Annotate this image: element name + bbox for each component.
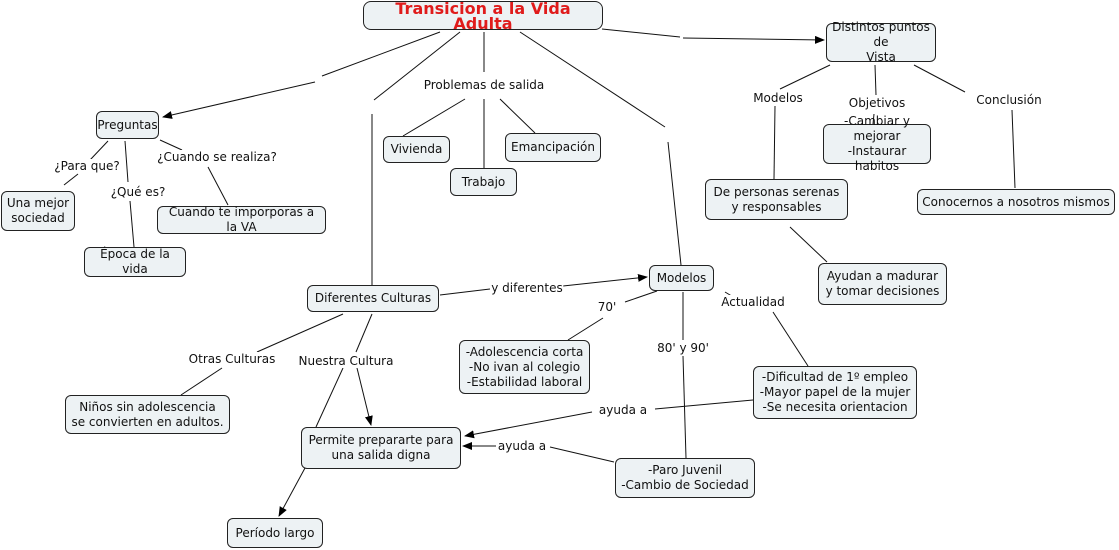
link-label-nuestra-cultura: Nuestra Cultura xyxy=(297,354,395,368)
node-paro-juvenil[interactable]: -Paro Juvenil -Cambio de Sociedad xyxy=(615,458,755,498)
node-emancipacion[interactable]: Emancipación xyxy=(505,133,601,162)
link-label-problemas: Problemas de salida xyxy=(422,78,546,92)
link-label-que-es: ¿Qué es? xyxy=(109,185,167,199)
link-label-ayuda-a-1: ayuda a xyxy=(597,403,649,417)
node-trabajo[interactable]: Trabajo xyxy=(450,168,517,196)
node-cuando-te-incorporas[interactable]: Cuando te imporporas a la VA xyxy=(157,205,326,234)
node-diferentes-culturas[interactable]: Diferentes Culturas xyxy=(307,285,439,312)
link-label-ayuda-a-2: ayuda a xyxy=(496,439,548,453)
link-label-para-que: ¿Para que? xyxy=(53,159,121,173)
link-label-actualidad: Actualidad xyxy=(720,295,786,309)
link-label-70: 70' xyxy=(596,300,618,314)
node-adolescencia-corta[interactable]: -Adolescencia corta -No ivan al colegio … xyxy=(459,340,590,394)
link-label-conclusion: Conclusión xyxy=(975,93,1043,107)
node-personas-serenas[interactable]: De personas serenas y responsables xyxy=(705,179,848,220)
node-objetivos-list[interactable]: -Cambiar y mejorar -Instaurar habitos xyxy=(823,114,931,173)
root-node-title[interactable]: Transicion a la Vida Adulta xyxy=(363,0,603,31)
node-periodo-largo[interactable]: Período largo xyxy=(227,518,323,548)
node-conocernos[interactable]: Conocernos a nosotros mismos xyxy=(917,189,1115,215)
node-distintos-puntos[interactable]: Distintos puntos de Vista xyxy=(826,20,936,64)
link-label-modelos: Modelos xyxy=(752,91,804,105)
node-modelos[interactable]: Modelos xyxy=(649,265,714,291)
node-permite-prepararte[interactable]: Permite prepararte para una salida digna xyxy=(301,427,461,469)
node-ayudan-madurar[interactable]: Ayudan a madurar y tomar decisiones xyxy=(818,263,947,305)
node-ninos-sin-adolescencia[interactable]: Niños sin adolescencia se convierten en … xyxy=(65,395,230,434)
node-una-mejor-sociedad[interactable]: Una mejor sociedad xyxy=(1,191,75,231)
link-label-cuando-realiza: ¿Cuando se realiza? xyxy=(156,150,278,164)
link-label-otras-culturas: Otras Culturas xyxy=(187,352,277,366)
link-label-y-diferentes: y diferentes xyxy=(490,281,564,295)
link-label-objetivos: Objetivos xyxy=(847,96,907,110)
link-label-80-90: 80' y 90' xyxy=(656,341,710,355)
node-vivienda[interactable]: Vivienda xyxy=(383,136,450,163)
node-dificultad-empleo[interactable]: -Dificultad de 1º empleo -Mayor papel de… xyxy=(753,366,917,419)
node-epoca-de-la-vida[interactable]: Época de la vida xyxy=(84,247,186,277)
node-preguntas[interactable]: Preguntas xyxy=(96,111,159,139)
